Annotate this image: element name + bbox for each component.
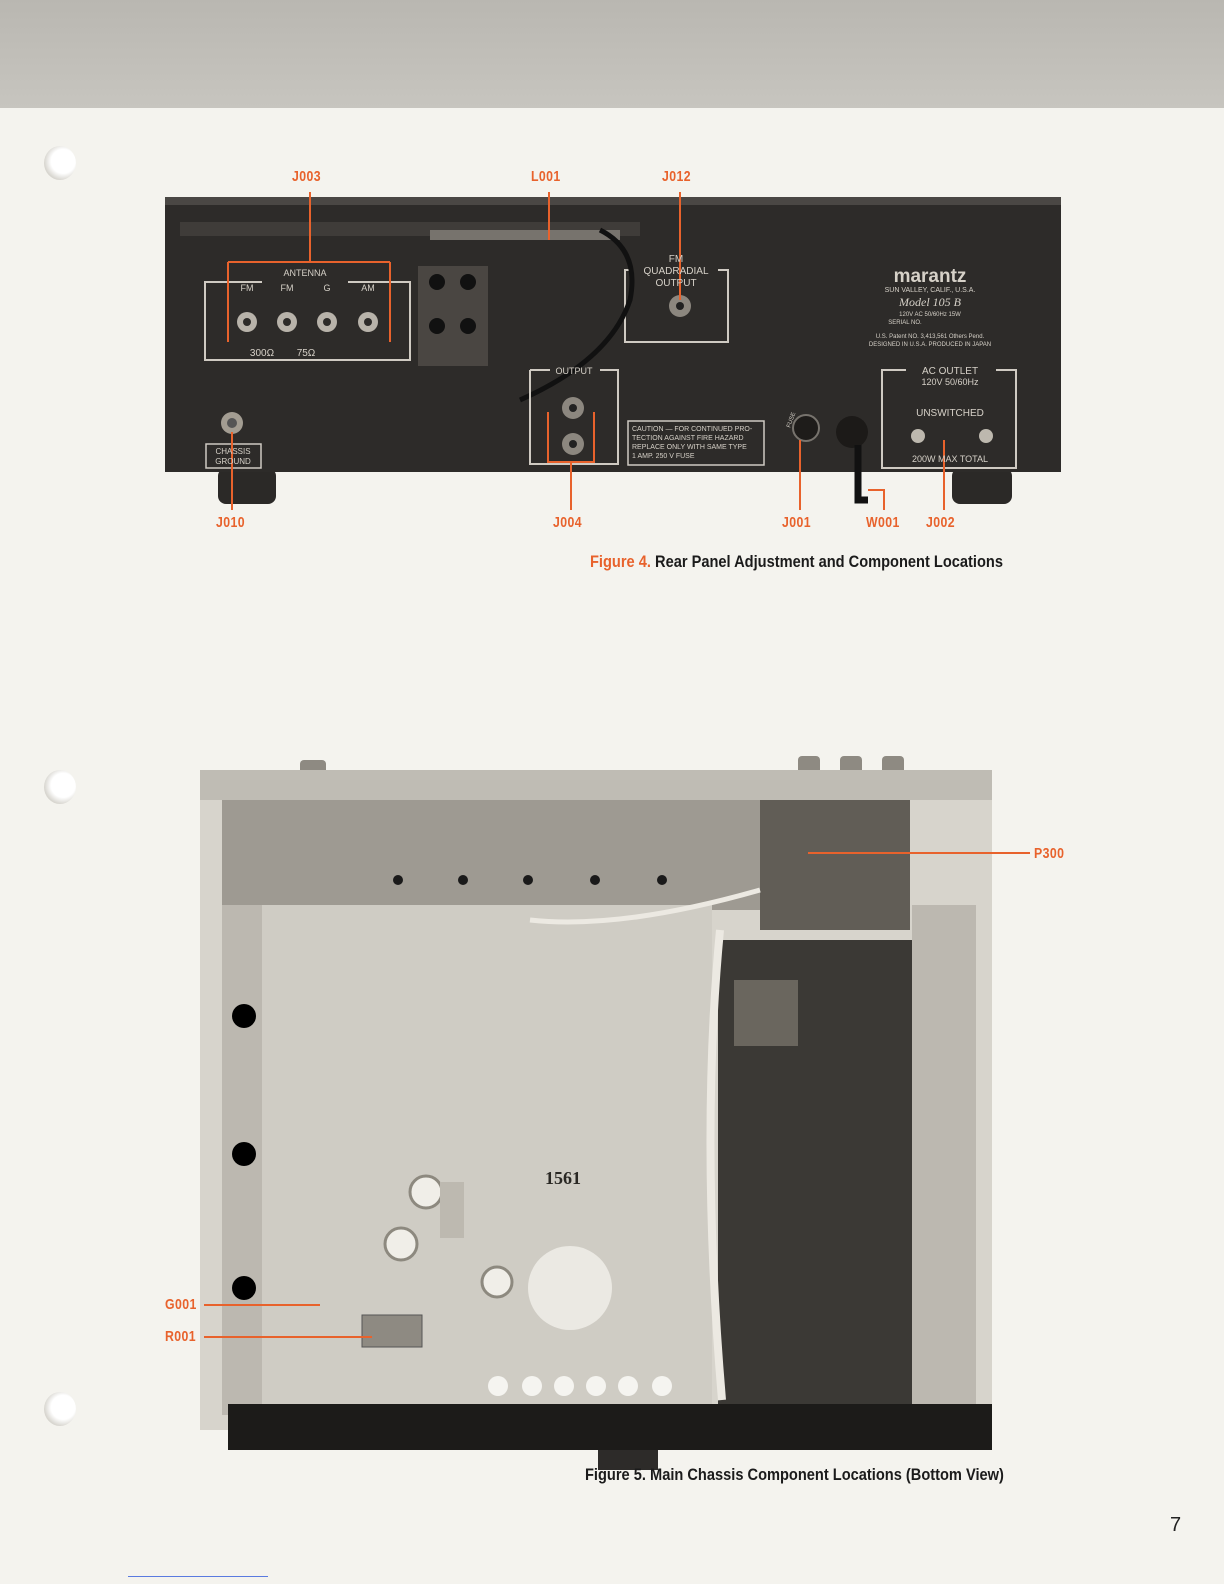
footer-rule xyxy=(128,1576,268,1577)
antenna-g-label: G xyxy=(323,283,330,293)
antenna-am-label: AM xyxy=(361,283,375,293)
output-label: OUTPUT xyxy=(556,366,594,376)
label-j002: J002 xyxy=(926,514,956,531)
chassis-stamp: 1561 xyxy=(545,1168,581,1188)
figure5-caption: Figure 5. Main Chassis Component Locatio… xyxy=(585,1465,1004,1485)
ac-outlet-label: AC OUTLET xyxy=(922,366,978,377)
label-j001: J001 xyxy=(782,514,812,531)
caution-line-1: CAUTION — FOR CONTINUED PRO- xyxy=(632,426,753,433)
label-l001: L001 xyxy=(531,168,561,185)
label-j004: J004 xyxy=(553,514,583,531)
brand-name: marantz xyxy=(894,266,967,287)
ohm300-label: 300Ω xyxy=(250,348,275,359)
patent-text: U.S. Patent NO. 3,413,561 Others Pend. xyxy=(876,334,985,340)
label-j003: J003 xyxy=(292,168,322,185)
figure4-caption-number: Figure 4. xyxy=(590,552,651,571)
chassis-ground-2: GROUND xyxy=(215,457,251,466)
binder-hole-bottom xyxy=(44,1392,76,1426)
binder-hole-top xyxy=(44,146,76,180)
ac-rating: 120V AC 50/60Hz 15W xyxy=(899,312,961,318)
label-j012: J012 xyxy=(662,168,692,185)
label-j010: J010 xyxy=(216,514,246,531)
caution-line-2: TECTION AGAINST FIRE HAZARD xyxy=(632,435,744,442)
label-w001: W001 xyxy=(866,514,900,531)
fm-quad-label-1: FM xyxy=(669,254,683,265)
label-p300: P300 xyxy=(1034,845,1065,862)
fuse-label: FUSE xyxy=(786,412,797,429)
unswitched-label: UNSWITCHED xyxy=(916,408,984,419)
figure4-caption-text: Rear Panel Adjustment and Component Loca… xyxy=(655,552,1003,571)
binder-hole-middle xyxy=(44,770,76,804)
antenna-fm2-label: FM xyxy=(281,283,294,293)
figure4-caption: Figure 4. Rear Panel Adjustment and Comp… xyxy=(590,552,1003,572)
serial-label: SERIAL NO. xyxy=(888,320,922,326)
antenna-label: ANTENNA xyxy=(283,268,326,278)
ohm75-label: 75Ω xyxy=(297,348,316,359)
fm-quad-label-3: OUTPUT xyxy=(655,278,696,289)
rear-panel-photo: ANTENNA FM FM G AM 300Ω 75Ω FM QUADRADIA… xyxy=(165,192,1061,510)
chassis-ground-1: CHASSIS xyxy=(215,447,250,456)
chassis-bottom-photo: 1561 xyxy=(200,756,1030,1470)
caution-line-3: REPLACE ONLY WITH SAME TYPE xyxy=(632,444,747,451)
model-name: Model 105 B xyxy=(898,295,962,309)
designed-text: DESIGNED IN U.S.A. PRODUCED IN JAPAN xyxy=(869,342,991,348)
figure5-caption-number: Figure 5. xyxy=(585,1465,646,1484)
caution-line-4: 1 AMP. 250 V FUSE xyxy=(632,453,695,460)
label-g001: G001 xyxy=(165,1296,197,1313)
max-total-label: 200W MAX TOTAL xyxy=(912,454,988,464)
ac-outlet-rating: 120V 50/60Hz xyxy=(921,377,979,387)
label-r001: R001 xyxy=(165,1328,197,1345)
brand-sub: SUN VALLEY, CALIF., U.S.A. xyxy=(885,287,976,294)
figure5-caption-text: Main Chassis Component Locations (Bottom… xyxy=(650,1465,1004,1484)
page-top-band xyxy=(0,0,1224,108)
page-number: 7 xyxy=(1170,1514,1182,1536)
antenna-fm1-label: FM xyxy=(241,283,254,293)
fm-quad-label-2: QUADRADIAL xyxy=(643,266,708,277)
